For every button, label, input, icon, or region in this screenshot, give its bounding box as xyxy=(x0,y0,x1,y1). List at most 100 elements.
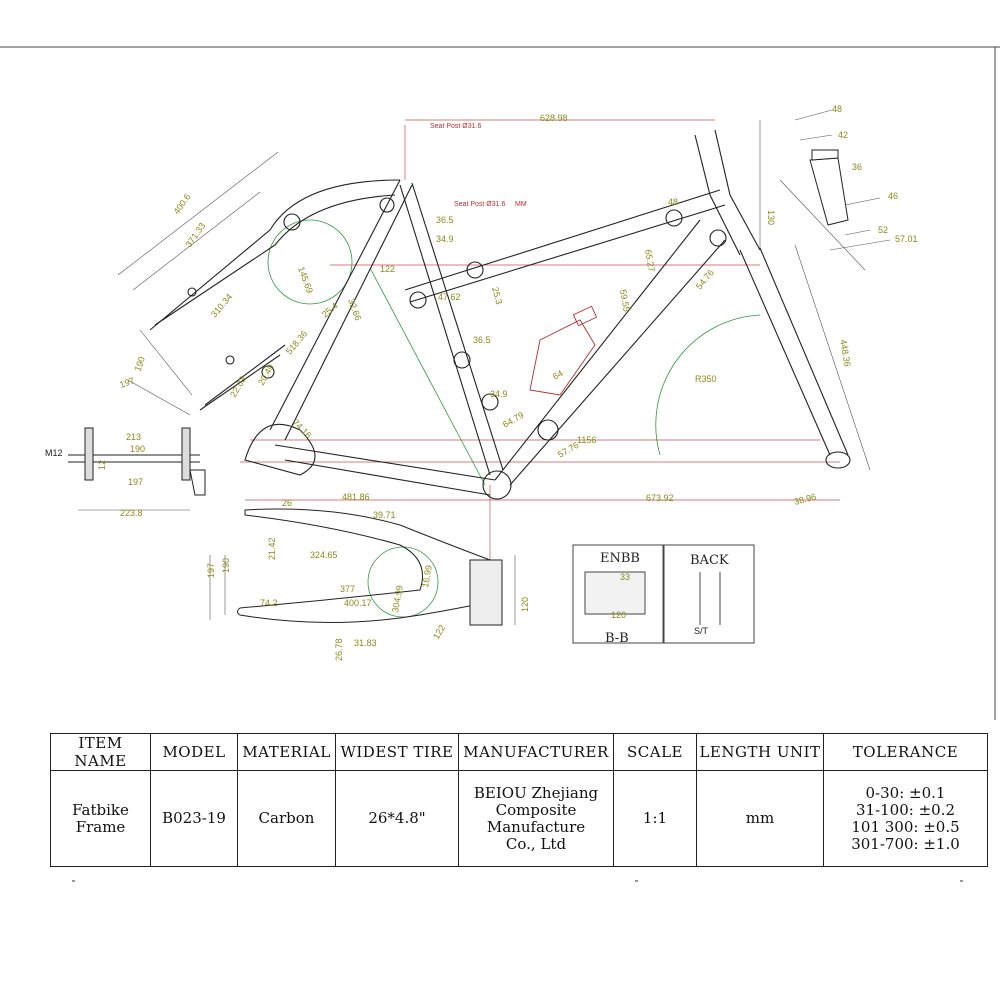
dimension-label: 130 xyxy=(766,210,776,225)
dimension-label: 190 xyxy=(130,444,145,454)
tolerance-cell: 0-30: ±0.1 31-100: ±0.2 101 300: ±0.5 30… xyxy=(823,770,988,867)
dimension-label: 197 xyxy=(128,477,143,487)
dimension-label: 34.9 xyxy=(490,389,508,399)
model-cell: B023-19 xyxy=(150,770,238,867)
dimension-label: 122 xyxy=(380,264,395,274)
reference-lines xyxy=(240,119,840,560)
dimension-label: R350 xyxy=(695,374,717,384)
manufacturer-line-2: Composite Manufacture xyxy=(486,800,586,836)
dimension-label: 145.69 xyxy=(296,265,315,294)
frame-outline xyxy=(149,129,851,500)
header-manufacturer: MANUFACTURER xyxy=(458,733,614,771)
tolerance-line: 301-700: ±1.0 xyxy=(851,834,960,853)
scan-dot xyxy=(635,880,638,882)
rear-axle xyxy=(68,427,206,496)
headset-parts xyxy=(809,149,849,226)
top-view-frame xyxy=(237,508,503,626)
item-name-cell: Fatbike Frame xyxy=(50,770,151,867)
seat-post-label-top: Seat Post Ø31.6 xyxy=(430,123,481,130)
manufacturer-line-1: BEIOU Zhejiang xyxy=(473,783,599,802)
dimension-lines xyxy=(78,109,891,625)
dimension-label: 120 xyxy=(611,610,626,620)
tolerance-line: 31-100: ±0.2 xyxy=(855,800,956,819)
dimension-label: 400.17 xyxy=(344,598,372,608)
header-material: MATERIAL xyxy=(237,733,336,771)
dimension-label: 25.3 xyxy=(490,286,504,306)
dimension-label: 21.42 xyxy=(267,537,277,560)
frame-drawing: Seat Post Ø31.6 Seat Post Ø31.6 MM ENBB … xyxy=(0,46,1000,720)
length-unit-cell: mm xyxy=(696,770,824,867)
dimension-label: 36 xyxy=(852,162,862,172)
seat-post-label-mid: Seat Post Ø31.6 xyxy=(454,201,505,208)
dimension-label: 16.99 xyxy=(420,564,434,588)
dimension-label: 52 xyxy=(878,225,888,235)
title-block-value-row: Fatbike Frame B023-19 Carbon 26*4.8" BEI… xyxy=(50,770,988,867)
dimension-label: 36.5 xyxy=(436,215,454,225)
dimension-label: 33 xyxy=(620,572,630,582)
dimension-label: 197 xyxy=(206,563,216,578)
dimension-label: 65.27 xyxy=(643,249,657,273)
dimension-label: 48 xyxy=(668,197,678,207)
dimension-label: 304.99 xyxy=(390,584,405,613)
dimension-label: 628.98 xyxy=(540,113,568,123)
item-name-line-1: Fatbike xyxy=(72,800,129,819)
dimension-label: 39.71 xyxy=(373,510,396,520)
dimension-label: 213 xyxy=(126,432,141,442)
dimension-label: 42 xyxy=(838,130,848,140)
back-label: BACK xyxy=(690,553,729,568)
dimension-label: 74.16 xyxy=(291,417,314,440)
dimension-label: 38.96 xyxy=(793,491,817,506)
scan-dot xyxy=(72,880,75,882)
widest-tire-cell: 26*4.8" xyxy=(335,770,459,867)
dimension-label: 64 xyxy=(551,368,565,382)
title-block-table: ITEM NAME MODEL MATERIAL WIDEST TIRE MAN… xyxy=(50,733,988,867)
dimension-label: 26 xyxy=(282,498,292,508)
dimension-label: 1156 xyxy=(577,435,596,445)
dimension-label: 74.2 xyxy=(260,598,278,608)
header-scale: SCALE xyxy=(613,733,697,771)
dimension-label: 64.79 xyxy=(501,410,526,430)
enbb-label: ENBB xyxy=(600,551,640,566)
dimension-label: 518.36 xyxy=(284,329,309,357)
material-cell: Carbon xyxy=(237,770,336,867)
dimension-label: 400.6 xyxy=(171,192,192,216)
dimension-label: 673.92 xyxy=(646,493,674,503)
dimension-label: 59.55 xyxy=(618,289,632,313)
manufacturer-line-3: Co., Ltd xyxy=(505,834,567,853)
manufacturer-cell: BEIOU Zhejiang Composite Manufacture Co.… xyxy=(458,770,614,867)
dimension-label: 22.03 xyxy=(228,374,248,399)
dimension-label: 12 xyxy=(97,460,107,470)
dimension-label: 120 xyxy=(520,597,530,612)
header-widest-tire: WIDEST TIRE xyxy=(335,733,459,771)
header-model: MODEL xyxy=(150,733,238,771)
item-name-line-2: Frame xyxy=(75,817,126,836)
header-tolerance: TOLERANCE xyxy=(823,733,988,771)
tolerance-line: 0-30: ±0.1 xyxy=(865,783,946,802)
seat-post-unit: MM xyxy=(515,201,527,208)
dimension-label: 46 xyxy=(888,191,898,201)
dimension-label: 36.5 xyxy=(473,335,491,345)
dimension-label: 223.8 xyxy=(120,508,143,518)
header-length-unit: LENGTH UNIT xyxy=(696,733,824,771)
dimension-label: 47.62 xyxy=(438,292,461,302)
dimension-label: 377 xyxy=(340,584,355,594)
dimension-label: 34.9 xyxy=(436,234,454,244)
dimension-label: 324.65 xyxy=(310,550,338,560)
dimension-label: 48 xyxy=(832,104,842,114)
dimension-label: 190 xyxy=(132,355,147,373)
st-label: S/T xyxy=(694,626,709,636)
title-block-header-row: ITEM NAME MODEL MATERIAL WIDEST TIRE MAN… xyxy=(50,733,988,771)
bb-section-label: B-B xyxy=(605,631,629,646)
scan-dot xyxy=(960,880,963,882)
dimension-label: 32.66 xyxy=(346,297,363,322)
dimension-label: 197 xyxy=(118,375,136,390)
dimension-label: 310.34 xyxy=(209,292,234,320)
dimension-label: 481.86 xyxy=(342,492,370,502)
section-boxes xyxy=(572,544,755,644)
dimension-label: 448.36 xyxy=(838,339,853,368)
scale-cell: 1:1 xyxy=(613,770,697,867)
header-item-name: ITEM NAME xyxy=(50,733,151,771)
dimension-label: 57.01 xyxy=(895,234,918,244)
dimension-label: 122 xyxy=(431,623,447,641)
